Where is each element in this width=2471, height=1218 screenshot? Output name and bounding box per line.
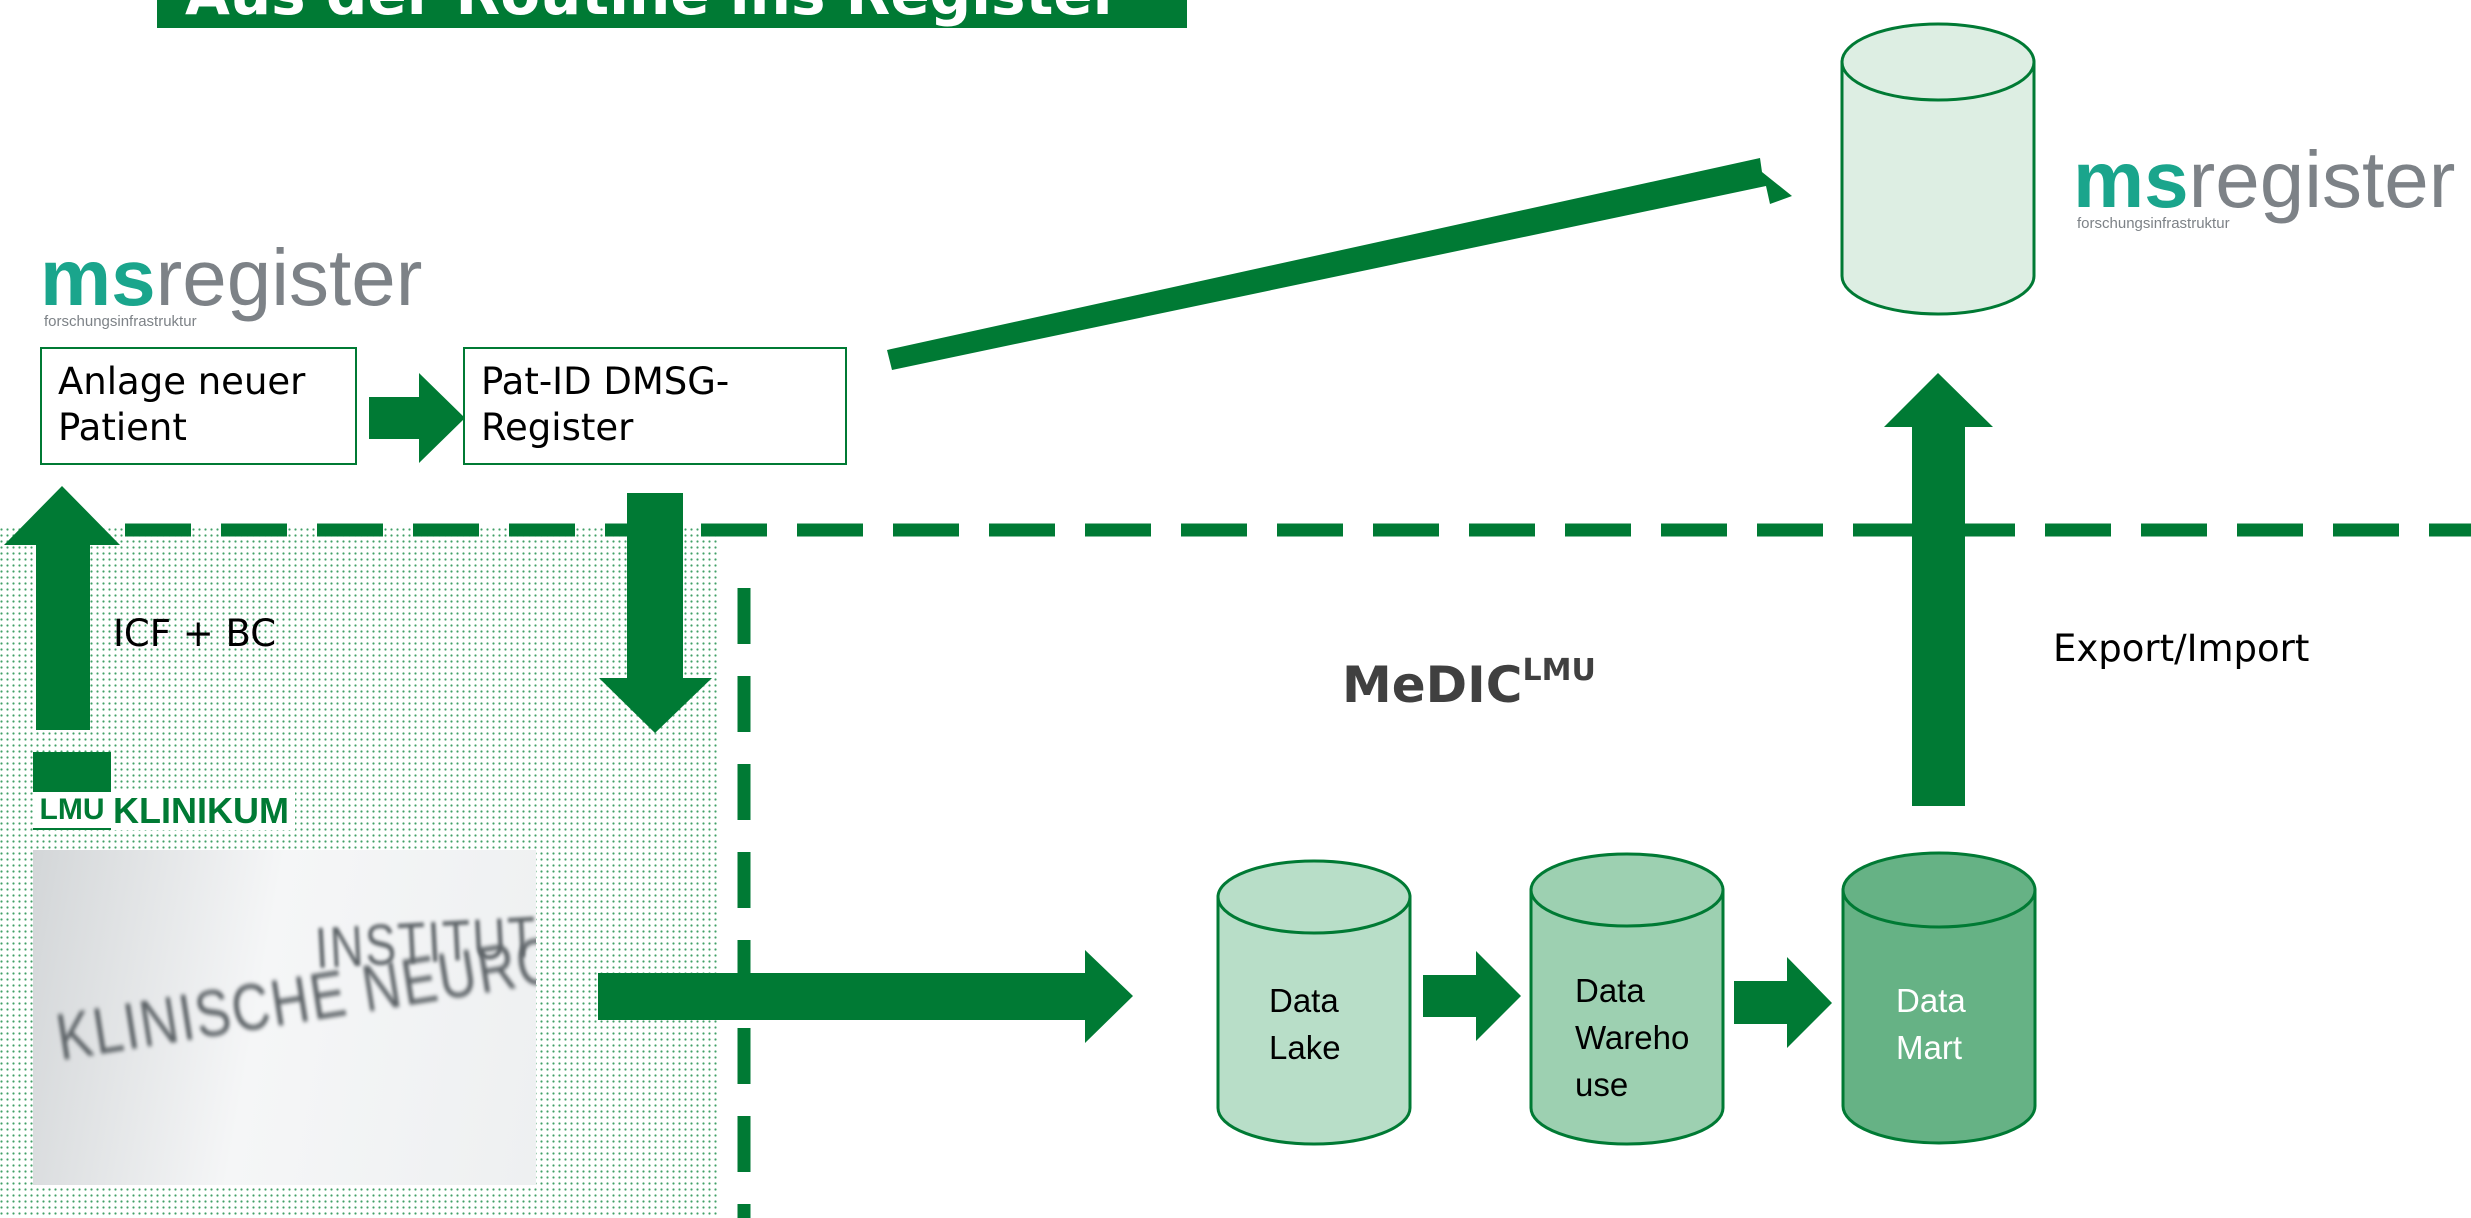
msregister-logo-right: msregister forschungsinfrastruktur	[2073, 140, 2455, 232]
data-mart-line-1: Data	[1896, 982, 1966, 1019]
lmu-logo-text: LMU	[33, 792, 111, 828]
new-patient-label: Anlage neuer Patient	[58, 360, 306, 449]
arrow-pat-id-to-register	[887, 158, 1792, 370]
data-lake-line-1: Data	[1269, 982, 1339, 1019]
logo-register-text: register	[2188, 135, 2456, 224]
data-warehouse-line-1: Data	[1575, 972, 1645, 1009]
lmu-klinikum-logo: LMU KLINIKUM	[33, 752, 308, 830]
photo-sign-line2: KLINISCHE NEUROIMMUNOLOGIE	[51, 859, 536, 1075]
pat-id-box: Pat-ID DMSG-Register	[463, 347, 847, 465]
register-database-cylinder	[1840, 22, 2036, 316]
data-lake-cylinder	[1216, 859, 1412, 1146]
logo-ms-text: ms	[40, 233, 156, 322]
logo-ms-text: ms	[2073, 135, 2189, 224]
export-import-label: Export/Import	[2053, 627, 2310, 670]
data-lake-line-2: Lake	[1269, 1029, 1341, 1066]
data-warehouse-cylinder	[1529, 852, 1725, 1146]
slide-title: Aus der Routine ins Register	[157, 0, 1187, 28]
arrow-consent-up	[4, 486, 120, 730]
arrow-lake-to-warehouse	[1423, 951, 1521, 1041]
klinikum-logo-text: KLINIKUM	[113, 792, 295, 830]
arrow-export-import-up	[1884, 373, 1993, 806]
pat-id-label: Pat-ID DMSG-Register	[481, 360, 730, 449]
logo-tagline: forschungsinfrastruktur	[44, 313, 197, 330]
data-mart-line-2: Mart	[1896, 1029, 1962, 1066]
data-mart-cylinder	[1841, 851, 2037, 1145]
data-warehouse-line-2: Wareho	[1575, 1019, 1690, 1056]
arrow-warehouse-to-mart	[1734, 957, 1832, 1048]
data-lake-label: Data Lake	[1269, 977, 1341, 1071]
new-patient-box: Anlage neuer Patient	[40, 347, 357, 465]
arrow-new-patient-to-pat-id	[369, 373, 465, 463]
consent-label: ICF + BC	[113, 612, 277, 655]
institute-photo: INSTITUT FÜR KLINISCHE NEUROIMMUNOLOGIE	[33, 850, 536, 1185]
data-warehouse-label: Data Wareho use	[1575, 967, 1689, 1108]
medic-label: MeDICLMU	[1342, 653, 1596, 714]
arrow-pat-id-down	[599, 493, 712, 733]
logo-register-text: register	[155, 233, 423, 322]
medic-superscript: LMU	[1522, 653, 1596, 688]
data-mart-label: Data Mart	[1896, 977, 1966, 1071]
msregister-logo-left: msregister forschungsinfrastruktur	[40, 238, 422, 330]
data-warehouse-line-3: use	[1575, 1066, 1629, 1103]
arrow-clinic-to-data-lake	[598, 950, 1133, 1043]
medic-text: MeDIC	[1342, 656, 1523, 714]
logo-tagline: forschungsinfrastruktur	[2077, 215, 2230, 232]
